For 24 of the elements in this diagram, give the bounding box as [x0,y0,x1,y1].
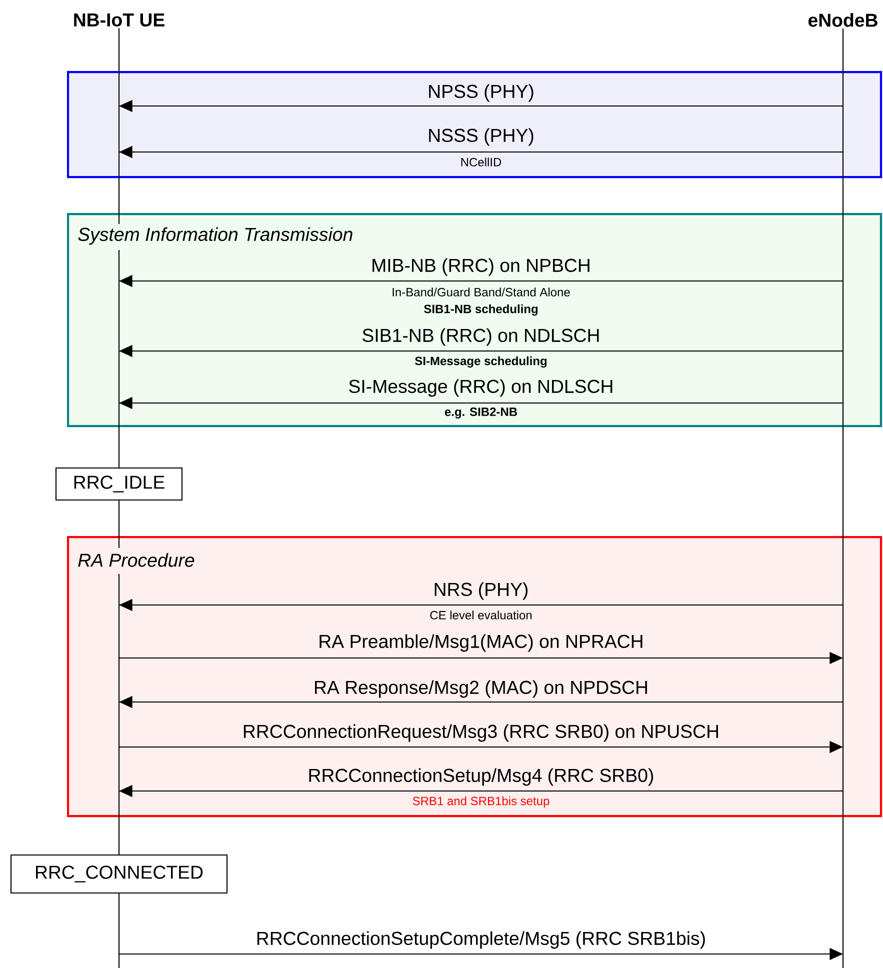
participant-label: NB-IoT UE [74,14,164,27]
group-title: RA Procedure [78,553,194,567]
message-note: SIB1-NB scheduling [424,304,538,316]
message-label: RA Response/Msg2 (MAC) on NPDSCH [315,680,647,698]
message-label: RRCConnectionSetupComplete/Msg5 (RRC SRB1bis) [257,931,705,949]
message-note: e.g. SIB2-NB [444,408,517,418]
message-label: SIB1-NB (RRC) on NDLSCH [362,328,599,346]
message-label: RRCConnectionSetup/Msg4 (RRC SRB0) [309,768,654,786]
message-note: CE level evaluation [430,610,532,620]
message-label: SI-Message (RRC) on NDLSCH [349,379,612,397]
message-label: NSSS (PHY) [429,128,534,146]
message-label: NPSS (PHY) [429,84,534,102]
message-note: In-Band/Guard Band/Stand Alone [392,288,570,296]
message-label: NRS (PHY) [434,582,528,600]
message-note: SRB1 and SRB1bis setup [412,796,550,808]
message-label: RRCConnectionRequest/Msg3 (RRC SRB0) on NPUSCH [244,724,718,742]
participant-label: eNodeB [808,13,878,27]
message-note: SI-Message scheduling [415,356,547,368]
state-box: RRC_IDLE [55,467,183,501]
state-box: RRC_CONNECTED [10,854,228,894]
message-note: NCellID [461,158,502,166]
group-title: System Information Transmission [78,227,352,245]
message-label: MIB-NB (RRC) on NPBCH [372,258,590,276]
message-label: RA Preamble/Msg1(MAC) on NPRACH [320,634,642,652]
